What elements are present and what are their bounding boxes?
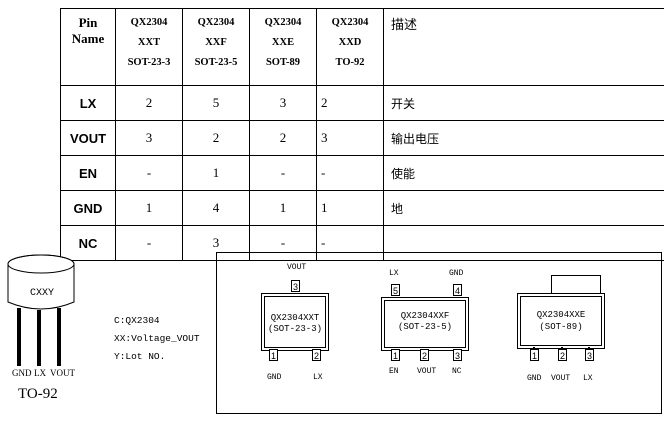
legend-line: C:QX2304 xyxy=(114,315,160,326)
to92-lead-gnd: GND xyxy=(12,368,32,378)
legend-line: XX:Voltage_VOUT xyxy=(114,333,200,344)
sot23-5-pin-number: 3 xyxy=(453,349,462,361)
sot23-5-pin-number: 5 xyxy=(391,284,400,296)
part-number: QX2304 xyxy=(197,17,235,28)
sot23-5-pin-number: 1 xyxy=(391,349,400,361)
sot89-pin-label: VOUT xyxy=(551,374,571,383)
part-number: QX2304 xyxy=(264,17,302,28)
pin-number: 1 xyxy=(115,190,183,226)
pin-description: 地 xyxy=(383,190,664,226)
sot89-pin-number: 1 xyxy=(530,349,539,361)
pin-name: GND xyxy=(60,190,116,226)
pin-name-header-text: Pin Name xyxy=(71,15,105,46)
part-suffix: XXT xyxy=(137,37,161,48)
sot23-3-chip: QX2304XXT (SOT-23-3) xyxy=(261,293,329,351)
sot23-3-pin-label: GND xyxy=(267,373,282,382)
sot89-tab xyxy=(551,275,601,295)
sot89-pin-label: GND xyxy=(527,374,542,383)
to92-package-drawing: CXXY GND LX VOUT TO-92 xyxy=(0,250,110,424)
description-header: 描述 xyxy=(383,8,664,86)
pin-name: EN xyxy=(60,155,116,191)
part-suffix: XXF xyxy=(205,37,227,48)
sot23-3-marking: QX2304XXT xyxy=(270,313,320,323)
pin-description xyxy=(383,225,664,261)
table-row: LX 2 5 3 2 开关 xyxy=(60,85,664,121)
pin-description: 开关 xyxy=(383,85,664,121)
sot23-5-chip: QX2304XXF (SOT-23-5) xyxy=(381,297,469,351)
sot23-3-pin-label: VOUT xyxy=(287,263,307,272)
sot23-5-pin-number: 4 xyxy=(453,284,462,296)
sot23-3-pkg: (SOT-23-3) xyxy=(267,324,322,334)
pin-description: 输出电压 xyxy=(383,120,664,156)
sot89-pin-label: LX xyxy=(583,374,593,383)
to92-caption: TO-92 xyxy=(18,386,58,402)
sot89-marking: QX2304XXE xyxy=(536,310,586,320)
pin-table: Pin Name QX2304 XXT SOT-23-3 QX2304 XXF … xyxy=(60,8,664,261)
sot23-3-pin-number: 3 xyxy=(291,280,300,292)
sot89-pin-number: 2 xyxy=(558,349,567,361)
package-header-sot23-3: QX2304 XXT SOT-23-3 xyxy=(115,8,183,86)
part-suffix: XXD xyxy=(338,37,362,48)
pin-number: 2 xyxy=(249,120,317,156)
legend-line: Y:Lot NO. xyxy=(114,351,166,362)
table-header-row: Pin Name QX2304 XXT SOT-23-3 QX2304 XXF … xyxy=(60,8,664,86)
sot23-5-pin-label: GND xyxy=(449,269,464,278)
sot23-5-pin-label: EN xyxy=(389,367,399,376)
to92-lead-lx: LX xyxy=(34,368,46,378)
package-header-sot23-5: QX2304 XXF SOT-23-5 xyxy=(182,8,250,86)
sot23-3-pin-label: LX xyxy=(313,373,323,382)
table-row: GND 1 4 1 1 地 xyxy=(60,190,664,226)
pin-number: 2 xyxy=(316,85,384,121)
pin-number: - xyxy=(115,155,183,191)
pin-number: - xyxy=(316,225,384,261)
sot23-5-pkg: (SOT-23-5) xyxy=(397,322,452,332)
to92-lead-vout: VOUT xyxy=(50,368,75,378)
pin-number: 1 xyxy=(316,190,384,226)
package-type: TO-92 xyxy=(335,57,365,68)
table-row: EN - 1 - - 使能 xyxy=(60,155,664,191)
sot23-5-pin-label: NC xyxy=(452,367,462,376)
sot89-chip: QX2304XXE (SOT-89) xyxy=(517,293,605,349)
sot23-5-pin-number: 2 xyxy=(420,349,429,361)
pin-number: - xyxy=(249,225,317,261)
pin-description: 使能 xyxy=(383,155,664,191)
pin-number: 5 xyxy=(182,85,250,121)
pin-name: LX xyxy=(60,85,116,121)
table-row: VOUT 3 2 2 3 输出电压 xyxy=(60,120,664,156)
marking-legend: C:QX2304 XX:Voltage_VOUT Y:Lot NO. xyxy=(114,312,200,366)
pin-number: 2 xyxy=(115,85,183,121)
sot89-pkg: (SOT-89) xyxy=(539,322,583,332)
pin-number: 3 xyxy=(316,120,384,156)
package-header-sot89: QX2304 XXE SOT-89 xyxy=(249,8,317,86)
pin-number: 3 xyxy=(249,85,317,121)
pin-number: 1 xyxy=(249,190,317,226)
pin-name: NC xyxy=(60,225,116,261)
pin-number: - xyxy=(316,155,384,191)
pin-number: 3 xyxy=(115,120,183,156)
part-number: QX2304 xyxy=(130,17,168,28)
sot23-5-pin-label: VOUT xyxy=(417,367,437,376)
sot23-5-marking: QX2304XXF xyxy=(400,311,450,321)
sot23-3-pin-number: 1 xyxy=(269,349,278,361)
pin-number: - xyxy=(115,225,183,261)
package-header-to92: QX2304 XXD TO-92 xyxy=(316,8,384,86)
part-number: QX2304 xyxy=(331,17,369,28)
package-type: SOT-23-5 xyxy=(194,57,238,68)
part-suffix: XXE xyxy=(271,37,295,48)
pin-number: 2 xyxy=(182,120,250,156)
sot23-3-pin-number: 2 xyxy=(312,349,321,361)
pin-name-header: Pin Name xyxy=(60,8,116,86)
to92-marking: CXXY xyxy=(30,288,55,299)
sot89-pin-number: 3 xyxy=(585,349,594,361)
to92-body-icon xyxy=(7,254,75,366)
pin-name: VOUT xyxy=(60,120,116,156)
package-type: SOT-89 xyxy=(265,57,301,68)
package-type: SOT-23-3 xyxy=(127,57,171,68)
pin-number: - xyxy=(249,155,317,191)
sot23-5-pin-label: LX xyxy=(389,269,399,278)
package-diagram-box: VOUT 3 QX2304XXT (SOT-23-3) 1 2 GND LX L… xyxy=(216,252,662,414)
pin-number: 1 xyxy=(182,155,250,191)
pin-number: 4 xyxy=(182,190,250,226)
